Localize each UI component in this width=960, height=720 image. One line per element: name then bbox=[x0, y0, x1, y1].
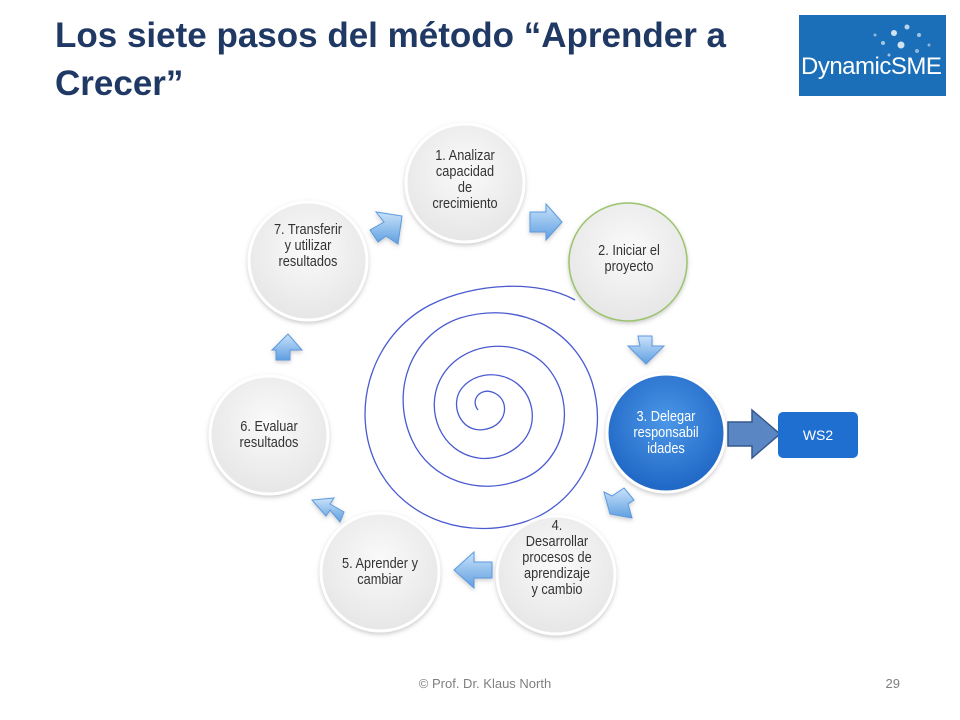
step-circle-6 bbox=[208, 374, 330, 496]
step-label-1: 1. Analizar capacidad de crecimiento bbox=[432, 148, 498, 212]
step-label-7: 7. Transferir y utilizar resultados bbox=[273, 222, 343, 270]
arrow-5-6 bbox=[310, 497, 345, 523]
step-circle-3 bbox=[605, 372, 727, 494]
dynamicsme-logo: DynamicSME bbox=[799, 15, 946, 96]
step-circle-5 bbox=[319, 511, 441, 633]
step-circle-7 bbox=[247, 200, 369, 322]
arrow-2-3 bbox=[626, 335, 666, 365]
step-circle-4 bbox=[495, 514, 617, 636]
step-label-5: 5. Aprender y cambiar bbox=[342, 556, 418, 588]
arrow-1-2 bbox=[529, 202, 563, 242]
step-label-3: 3. Delegar responsabil idades bbox=[633, 409, 699, 457]
page-number: 29 bbox=[885, 676, 900, 691]
slide-title: Los siete pasos del método “Aprender a C… bbox=[55, 16, 726, 103]
step-label-4: 4. Desarrollar procesos de aprendizaje y… bbox=[522, 518, 592, 598]
arrow-3-4 bbox=[603, 487, 635, 519]
callout-arrow bbox=[727, 408, 782, 460]
step-label-6: 6. Evaluar resultados bbox=[239, 419, 299, 451]
spiral-line bbox=[364, 285, 599, 530]
logo-text: DynamicSME bbox=[801, 53, 942, 80]
ws2-callout-box: WS2 bbox=[778, 412, 858, 458]
step-label-2: 2. Iniciar el proyecto bbox=[598, 243, 660, 275]
arrow-7-1 bbox=[369, 211, 403, 245]
step-circle-1 bbox=[404, 122, 526, 244]
arrow-6-7 bbox=[270, 333, 304, 361]
arrow-4-5 bbox=[453, 550, 493, 590]
step-circle-2 bbox=[568, 202, 688, 322]
footer-copyright: © Prof. Dr. Klaus North bbox=[418, 676, 552, 691]
logo-dots-icon bbox=[873, 24, 931, 57]
